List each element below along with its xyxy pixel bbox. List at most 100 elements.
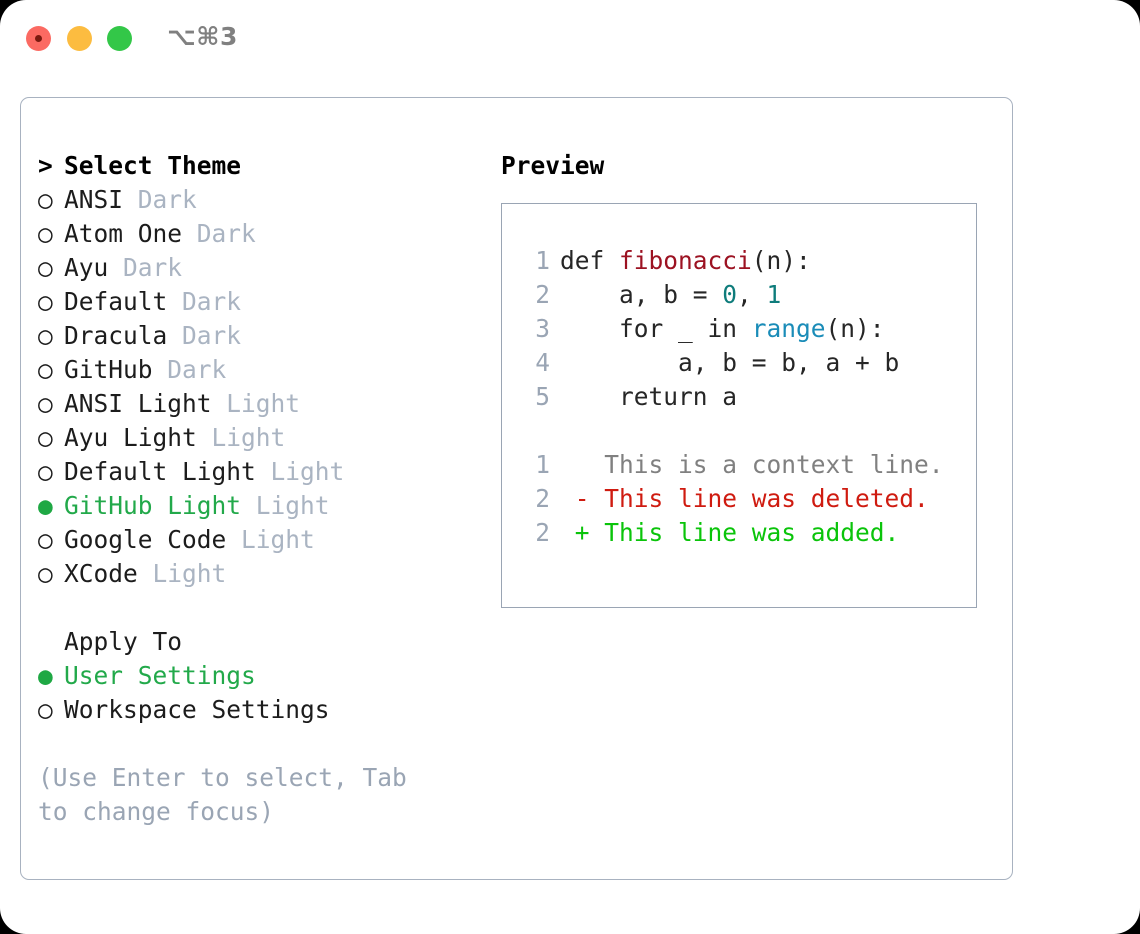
theme-variant-tag: Light <box>226 525 315 554</box>
select-theme-header: > Select Theme <box>38 149 478 183</box>
theme-item-github-light[interactable]: ●GitHub Light Light <box>38 489 478 523</box>
line-number: 2 <box>535 484 550 513</box>
line-number: 4 <box>535 348 550 377</box>
theme-name: GitHub Light <box>64 491 242 520</box>
theme-variant-tag: Light <box>137 559 227 588</box>
theme-item-ansi[interactable]: ○ ANSI Dark <box>38 183 478 217</box>
preview-title: Preview <box>501 151 605 180</box>
apply-to-label: Apply To <box>64 627 183 656</box>
theme-variant-tag: Dark <box>167 287 242 316</box>
diff-text: This is a context line. <box>604 450 944 479</box>
theme-item-github[interactable]: ○GitHub Dark <box>38 353 478 387</box>
code-token: return a <box>560 382 738 411</box>
radio-selected-icon: ● <box>38 661 53 690</box>
theme-name: ANSI <box>64 185 124 214</box>
code-line: 3 for _ in range(n): <box>522 312 968 346</box>
diff-marker <box>560 450 604 479</box>
radio-unselected-icon: ○ <box>38 525 53 554</box>
title-bar: ⌥⌘3 <box>0 0 1140 78</box>
select-theme-title: Select Theme <box>64 151 242 180</box>
radio-unselected-icon: ○ <box>38 457 53 486</box>
theme-variant-tag: Dark <box>123 185 197 214</box>
theme-name: Default <box>64 287 168 316</box>
theme-item-ansi-light[interactable]: ○ ANSI Light Light <box>38 387 478 421</box>
theme-variant-tag: Dark <box>182 219 256 248</box>
theme-name: GitHub <box>64 355 153 384</box>
spacer <box>38 727 478 761</box>
apply-to-option-label: Workspace Settings <box>64 695 330 724</box>
radio-unselected-icon: ○ <box>38 559 53 588</box>
radio-unselected-icon: ○ <box>38 287 53 316</box>
theme-variant-tag: Dark <box>167 321 242 350</box>
line-number: 1 <box>535 450 550 479</box>
code-token: 0 <box>722 280 738 309</box>
theme-variant-tag: Light <box>255 457 345 486</box>
theme-item-xcode[interactable]: ○ XCode Light <box>38 557 478 591</box>
theme-name: Google Code <box>64 525 227 554</box>
theme-item-atom-one[interactable]: ○Atom One Dark <box>38 217 478 251</box>
apply-to-option-workspace-settings[interactable]: ○ Workspace Settings <box>38 693 478 727</box>
theme-item-google-code[interactable]: ○ Google Code Light <box>38 523 478 557</box>
code-token: def <box>560 246 620 275</box>
code-token: (n): <box>825 314 885 343</box>
theme-item-dracula[interactable]: ○ Dracula Dark <box>38 319 478 353</box>
code-token: 1 <box>766 280 782 309</box>
apply-to-list: ●User Settings○ Workspace Settings <box>38 659 478 727</box>
apply-to-option-user-settings[interactable]: ●User Settings <box>38 659 478 693</box>
minimize-button-icon[interactable] <box>67 26 92 51</box>
theme-name: Ayu Light <box>64 423 197 452</box>
radio-unselected-icon: ○ <box>38 389 53 418</box>
code-token: range <box>751 314 826 343</box>
theme-item-default[interactable]: ○ Default Dark <box>38 285 478 319</box>
theme-item-ayu-light[interactable]: ○ Ayu Light Light <box>38 421 478 455</box>
code-token: , <box>737 280 767 309</box>
theme-item-default-light[interactable]: ○ Default Light Light <box>38 455 478 489</box>
line-number: 1 <box>535 246 550 275</box>
radio-unselected-icon: ○ <box>38 695 53 724</box>
main-panel: >Select Theme ○ANSI Dark○Atom One Dark○A… <box>20 97 1013 880</box>
line-number: 2 <box>535 280 550 309</box>
code-token: for _ in <box>560 314 752 343</box>
code-line: 5 return a <box>522 380 968 414</box>
radio-selected-icon: ● <box>38 491 53 520</box>
code-token: (n): <box>751 246 811 275</box>
keyboard-shortcut-label: ⌥⌘3 <box>167 22 238 51</box>
diff-marker: - <box>560 484 605 513</box>
keyboard-hint-text: (Use Enter to select, Tab to change focu… <box>38 763 407 826</box>
radio-unselected-icon: ○ <box>38 321 53 350</box>
prompt-caret-icon: > <box>38 151 53 180</box>
zoom-button-icon[interactable] <box>107 26 132 51</box>
theme-selector-column: >Select Theme ○ANSI Dark○Atom One Dark○A… <box>38 149 478 829</box>
theme-variant-tag: Dark <box>108 253 183 282</box>
line-number: 3 <box>535 314 550 343</box>
spacer <box>38 591 478 625</box>
theme-variant-tag: Dark <box>152 355 227 384</box>
code-blank-line <box>522 414 968 448</box>
theme-item-ayu[interactable]: ○Ayu Dark <box>38 251 478 285</box>
code-token: a, b = b, a + b <box>560 348 900 377</box>
diff-text: This line was deleted. <box>604 484 929 513</box>
radio-unselected-icon: ○ <box>38 423 53 452</box>
theme-name: Ayu <box>64 253 109 282</box>
radio-unselected-icon: ○ <box>38 185 53 214</box>
diff-line: 2 + This line was added. <box>522 516 968 550</box>
theme-variant-tag: Light <box>211 389 301 418</box>
theme-list: ○ANSI Dark○Atom One Dark○Ayu Dark○Defaul… <box>38 183 478 591</box>
line-number: 5 <box>535 382 550 411</box>
code-line: 4 a, b = b, a + b <box>522 346 968 380</box>
diff-text: This line was added. <box>604 518 900 547</box>
theme-name: ANSI Light <box>64 389 212 418</box>
theme-name: Dracula <box>64 321 168 350</box>
theme-variant-tag: Light <box>196 423 286 452</box>
diff-marker: + <box>560 518 605 547</box>
diff-line: 1 This is a context line. <box>522 448 968 482</box>
close-button-icon[interactable] <box>26 26 51 51</box>
theme-name: XCode <box>64 559 138 588</box>
code-line: 2 a, b = 0, 1 <box>522 278 968 312</box>
theme-name: Default Light <box>64 457 256 486</box>
